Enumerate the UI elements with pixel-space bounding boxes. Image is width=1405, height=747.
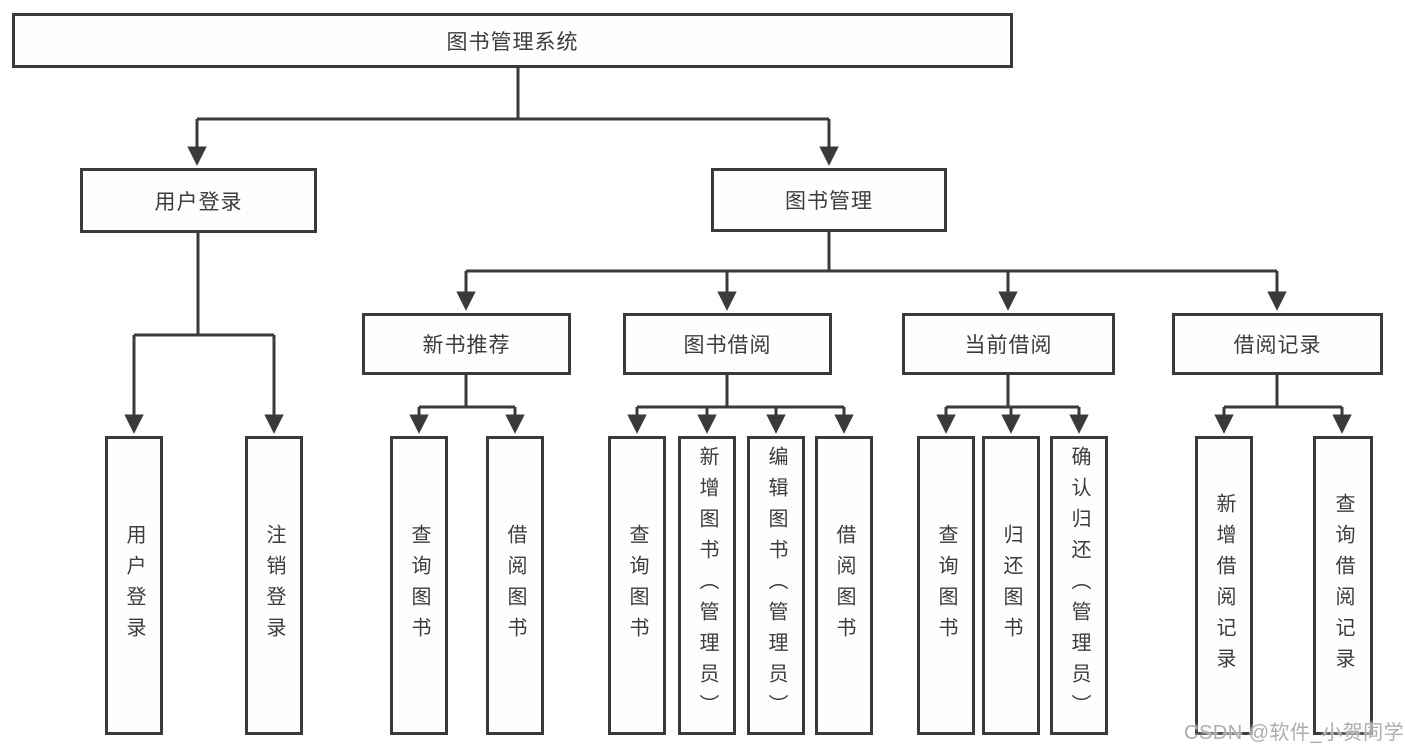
- leaf-edit-books-admin: 编辑图书（管理员）: [747, 436, 805, 735]
- node-book-borrowing: 图书借阅: [623, 313, 832, 375]
- leaf-add-books-admin: 新增图书（管理员）: [678, 436, 736, 735]
- node-book-management: 图书管理: [711, 168, 947, 232]
- leaf-add-borrowing-record: 新增借阅记录: [1195, 436, 1253, 735]
- node-borrowing-records: 借阅记录: [1172, 313, 1383, 375]
- connector-root-to-level2: [187, 68, 839, 166]
- connector-user-login-to-leaves: [124, 233, 284, 434]
- node-current-borrowing: 当前借阅: [902, 313, 1115, 375]
- leaf-borrow-books-recommendation: 借阅图书: [486, 436, 544, 735]
- connector-borrow-records-to-leaves: [1214, 375, 1352, 434]
- leaf-query-books-current: 查询图书: [917, 436, 975, 735]
- node-user-login: 用户登录: [80, 168, 317, 233]
- leaf-user-login: 用户登录: [105, 436, 163, 735]
- leaf-query-books-borrowing: 查询图书: [608, 436, 666, 735]
- connector-book-borrow-to-leaves: [627, 375, 854, 434]
- node-root-library-management-system: 图书管理系统: [12, 13, 1013, 68]
- leaf-confirm-return-admin: 确认归还（管理员）: [1050, 436, 1108, 735]
- leaf-return-books: 归还图书: [982, 436, 1040, 735]
- leaf-borrow-books: 借阅图书: [815, 436, 873, 735]
- connector-current-borrow-to-leaves: [936, 375, 1089, 434]
- leaf-logout: 注销登录: [245, 436, 303, 735]
- csdn-watermark: CSDN @软件_小贺同学: [1184, 722, 1405, 744]
- node-new-book-recommendation: 新书推荐: [362, 313, 571, 375]
- connector-new-book-rec-to-leaves: [409, 375, 525, 434]
- leaf-query-borrowing-record: 查询借阅记录: [1313, 436, 1373, 735]
- leaf-query-books-recommendation: 查询图书: [390, 436, 448, 735]
- connector-book-mgmt-to-level3: [456, 232, 1287, 311]
